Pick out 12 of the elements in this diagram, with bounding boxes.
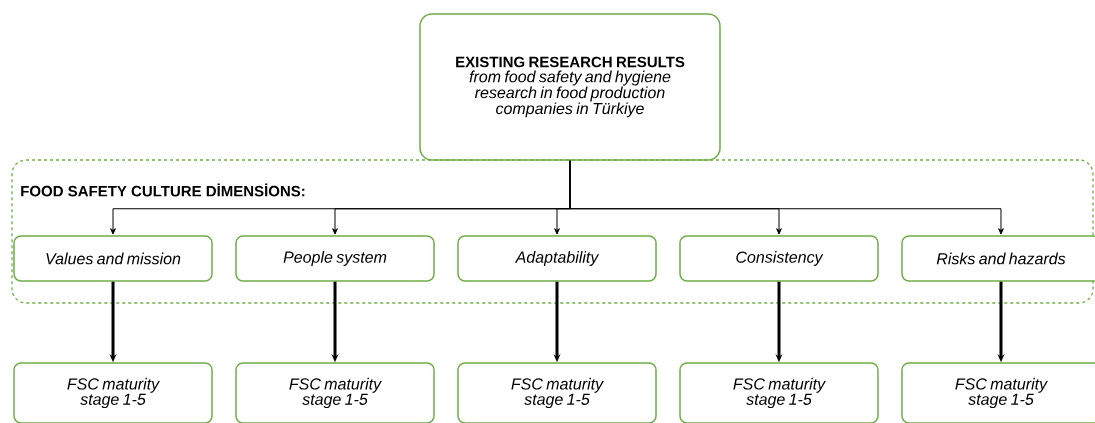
dimension-box: Risks and hazards (901, 235, 1095, 282)
dimension-box: Values and mission (13, 235, 213, 282)
maturity-box: FSC maturity stage 1-5 (457, 362, 657, 423)
dimension-box: Consistency (679, 235, 879, 282)
maturity-box: FSC maturity stage 1-5 (235, 362, 435, 423)
dimension-box: People system (235, 235, 435, 282)
maturity-box: FSC maturity stage 1-5 (679, 362, 879, 423)
source-box: EXISTING RESEARCH RESULTS from food safety and hygiene research in food production companies in Türkiye (419, 13, 721, 161)
maturity-box: FSC maturity stage 1-5 (13, 362, 213, 423)
dimension-box: Adaptability (457, 235, 657, 282)
arrow (569, 160, 1004, 235)
maturity-box: FSC maturity stage 1-5 (901, 362, 1095, 423)
